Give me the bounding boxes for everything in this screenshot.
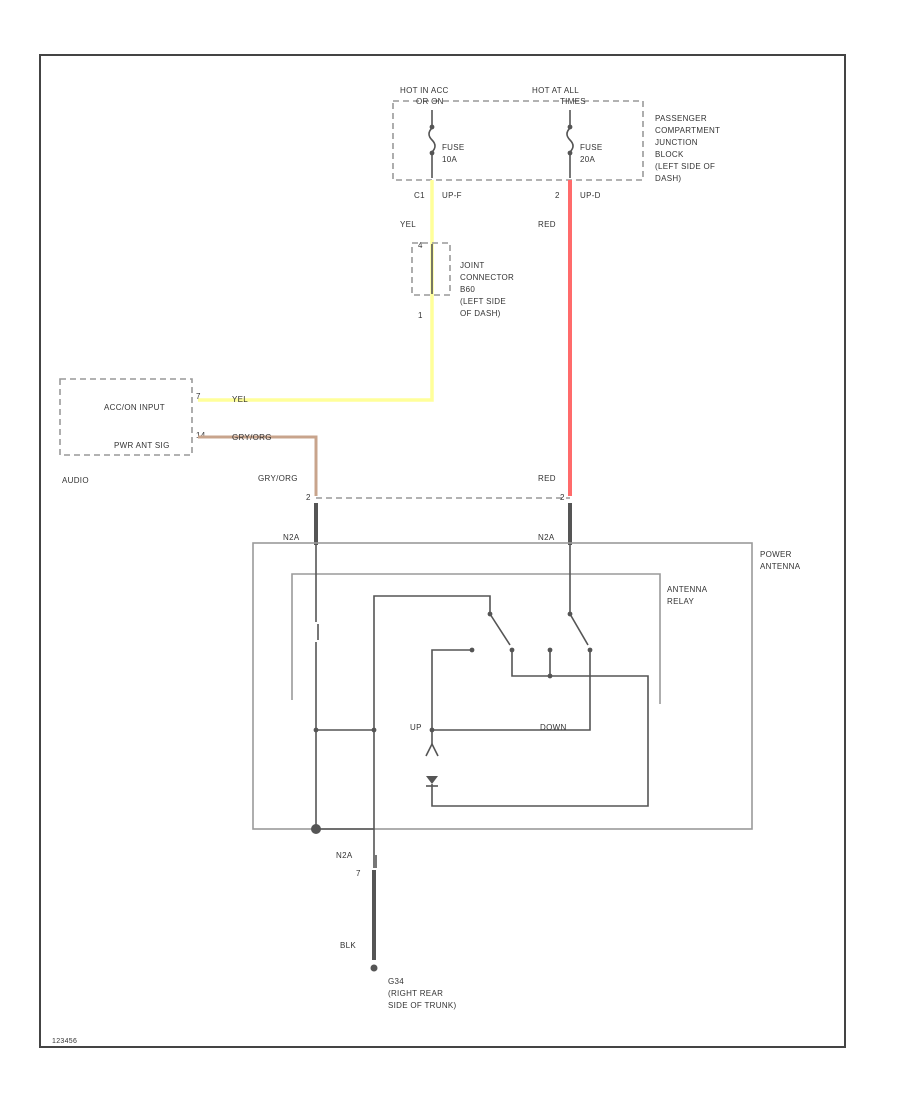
joint-connector-name-line-1: JOINT: [460, 261, 485, 270]
junction-block-outline: [392, 100, 644, 181]
fuse-20a-label: FUSE: [580, 143, 603, 152]
hot-at-all-sub: TIMES: [560, 97, 586, 106]
gry-org-wire: [198, 435, 318, 496]
joint-pin-bottom: 1: [418, 311, 423, 320]
red-wire-label-top: RED: [538, 220, 556, 229]
yel-wire-label-audio: YEL: [232, 395, 248, 404]
audio-input-label: ACC/ON INPUT: [104, 403, 165, 412]
junction-conn-b: UP-D: [580, 191, 601, 200]
connector-pin-right: 2: [560, 493, 565, 502]
ground-point-dot: [370, 964, 378, 972]
diagram-code: 123456: [52, 1038, 77, 1045]
joint-connector-name-line-2: CONNECTOR: [460, 273, 514, 282]
ground-location-line-1: (RIGHT REAR: [388, 989, 443, 998]
audio-signal-label: PWR ANT SIG: [114, 441, 170, 450]
relay-switch-2: [429, 545, 649, 807]
joint-connector-name-line-4: (LEFT SIDE: [460, 297, 506, 306]
audio-unit-outline: [59, 378, 193, 456]
red-wire-label-conn: RED: [538, 474, 556, 483]
ground-conn-label: N2A: [336, 851, 353, 860]
junction-block-name-line-6: DASH): [655, 174, 681, 183]
relay-switch-1: [373, 595, 550, 868]
down-label: DOWN: [540, 723, 567, 732]
power-antenna-conn-right: N2A: [538, 533, 555, 542]
blk-wire-label: BLK: [340, 941, 356, 950]
hot-in-acc-sub: OR ON: [416, 97, 444, 106]
yellow-wire: [198, 180, 434, 402]
antenna-relay-line-2: RELAY: [667, 597, 695, 606]
joint-pin-top: 4: [418, 241, 423, 250]
hot-in-acc-label: HOT IN ACC: [400, 86, 449, 95]
audio-unit-label: AUDIO: [62, 476, 89, 485]
junction-block-name-line-4: BLOCK: [655, 150, 684, 159]
fuse-10a-label: FUSE: [442, 143, 465, 152]
power-antenna-conn-left: N2A: [283, 533, 300, 542]
junction-pin-a: C1: [414, 191, 425, 200]
gry-org-label-audio: GRY/ORG: [232, 433, 272, 442]
power-antenna-name-line-2: ANTENNA: [760, 562, 801, 571]
fuse-10a-symbol: [428, 110, 436, 178]
motor-up-arrow-icon: [425, 742, 439, 757]
joint-connector-name-line-3: B60: [460, 285, 475, 294]
power-antenna-name-line-1: POWER: [760, 550, 792, 559]
ground-pin-label: 7: [356, 869, 361, 878]
up-label: UP: [410, 723, 422, 732]
fuse-10a-rating: 10A: [442, 155, 457, 164]
hot-at-all-label: HOT AT ALL: [532, 86, 579, 95]
power-antenna-outline: [252, 542, 753, 830]
gry-org-label-conn: GRY/ORG: [258, 474, 298, 483]
fuse-20a-symbol: [566, 110, 574, 178]
audio-pin-1: 7: [196, 392, 201, 401]
joint-connector-name-line-5: OF DASH): [460, 309, 501, 318]
motor-down-arrow-icon: [426, 776, 438, 787]
junction-conn-a: UP-F: [442, 191, 462, 200]
fuse-20a-rating: 20A: [580, 155, 595, 164]
junction-block-name-line-5: (LEFT SIDE OF: [655, 162, 715, 171]
junction-block-name-line-1: PASSENGER: [655, 114, 707, 123]
ground-name: G34: [388, 977, 404, 986]
yel-wire-label-top: YEL: [400, 220, 416, 229]
junction-block-name-line-2: COMPARTMENT: [655, 126, 720, 135]
antenna-relay-outline: [291, 573, 661, 704]
ground-location-line-2: SIDE OF TRUNK): [388, 1001, 457, 1010]
antenna-relay-line-1: ANTENNA: [667, 585, 708, 594]
diagram-frame: [39, 54, 846, 1048]
joint-connector-outline: [411, 242, 451, 296]
connector-pin-left: 2: [306, 493, 311, 502]
junction-pin-b: 2: [555, 191, 560, 200]
left-internal-wiring: [313, 545, 377, 828]
junction-block-name-line-3: JUNCTION: [655, 138, 698, 147]
